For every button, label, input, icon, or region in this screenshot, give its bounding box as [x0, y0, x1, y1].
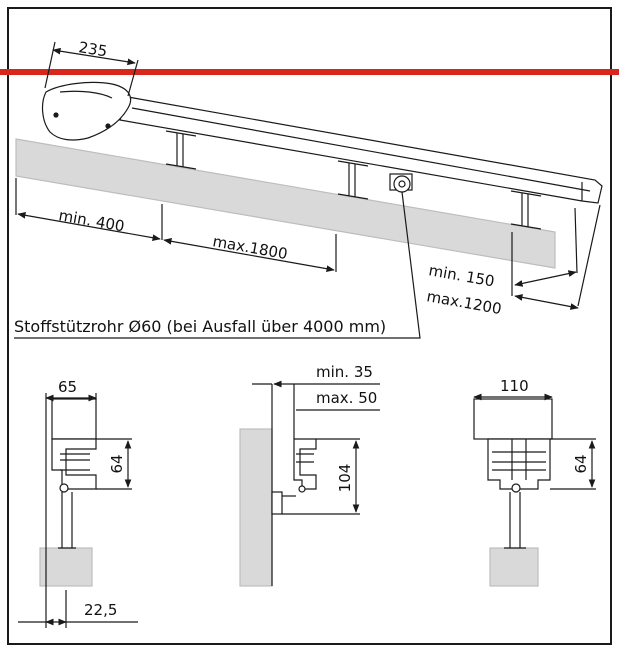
dim-max1800-line — [163, 238, 335, 272]
dim-104-text: 104 — [336, 464, 354, 493]
dim-64-right-text: 64 — [572, 454, 590, 473]
dim-min35-text: min. 35 — [316, 363, 373, 381]
detail-middle — [239, 380, 380, 587]
dim-64-left-text: 64 — [108, 454, 126, 473]
dim-max1200-line — [514, 294, 579, 310]
support-tube-leader — [14, 191, 421, 339]
dim-65-text: 65 — [58, 378, 77, 396]
support-3 — [510, 190, 542, 230]
dim-max1800-text: max.1800 — [211, 232, 289, 263]
drawing-border — [7, 7, 612, 645]
dim-min400-text: min. 400 — [57, 206, 126, 235]
dim-min400-line — [17, 212, 161, 241]
dim-min150-text: min. 150 — [427, 261, 496, 290]
ground-slab — [15, 138, 556, 269]
top-view — [14, 41, 603, 339]
dim-arm-line — [52, 47, 136, 66]
detail-right — [473, 393, 596, 587]
dim-arm-text: 235 — [77, 38, 108, 60]
dim-max50-text: max. 50 — [316, 389, 377, 407]
support-1 — [165, 130, 197, 170]
dim-max1200-text: max.1200 — [425, 287, 503, 318]
dim-min150-line — [514, 270, 577, 287]
support-2 — [337, 160, 369, 200]
dim-110-text: 110 — [500, 377, 529, 395]
detail-left — [18, 393, 138, 628]
support-tube-label: Stoffstützrohr Ø60 (bei Ausfall über 400… — [14, 317, 386, 336]
dim-22-5-text: 22,5 — [84, 601, 117, 619]
support-tube-clamp — [389, 173, 413, 193]
